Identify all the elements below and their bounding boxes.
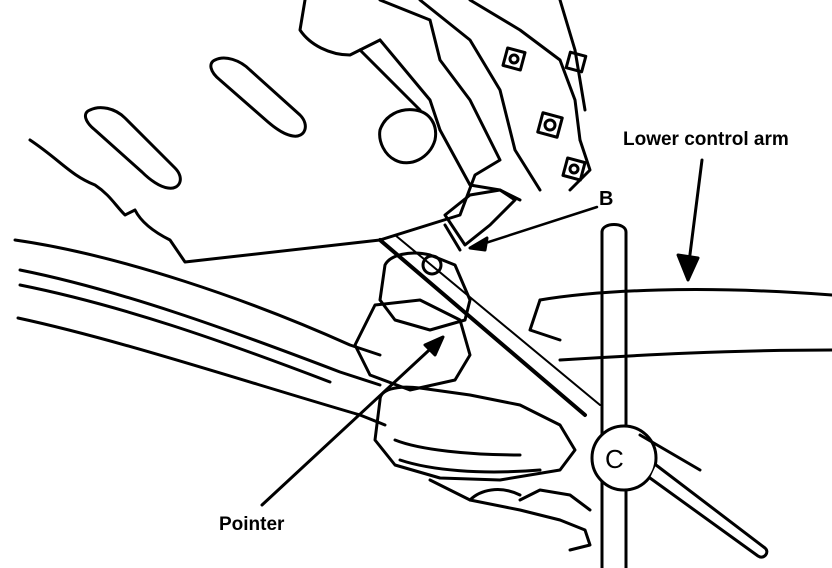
knuckle-assembly: [355, 190, 590, 550]
b-leader: [470, 207, 597, 248]
lower-control-arm-arrowhead: [678, 255, 698, 280]
pointer-label: Pointer: [219, 514, 285, 535]
frame-bracket: [30, 0, 590, 262]
lower-control-arm-label: Lower control arm: [623, 129, 789, 150]
tie-rod: [380, 235, 600, 415]
b-arrowhead: [470, 238, 487, 250]
plate-slots: [85, 58, 305, 188]
leader-lines: [262, 160, 702, 505]
pointer-arrowhead: [425, 337, 443, 355]
point-c-label: C: [605, 444, 624, 474]
lower-control-arm-arrow: [688, 160, 702, 270]
pointer-leader: [262, 340, 440, 505]
point-b-label: B: [599, 188, 614, 210]
frame-rails: [15, 240, 385, 425]
gauge-rod: [592, 225, 767, 568]
bolt-heads: [503, 48, 586, 180]
lower-control-arm: [530, 290, 832, 360]
